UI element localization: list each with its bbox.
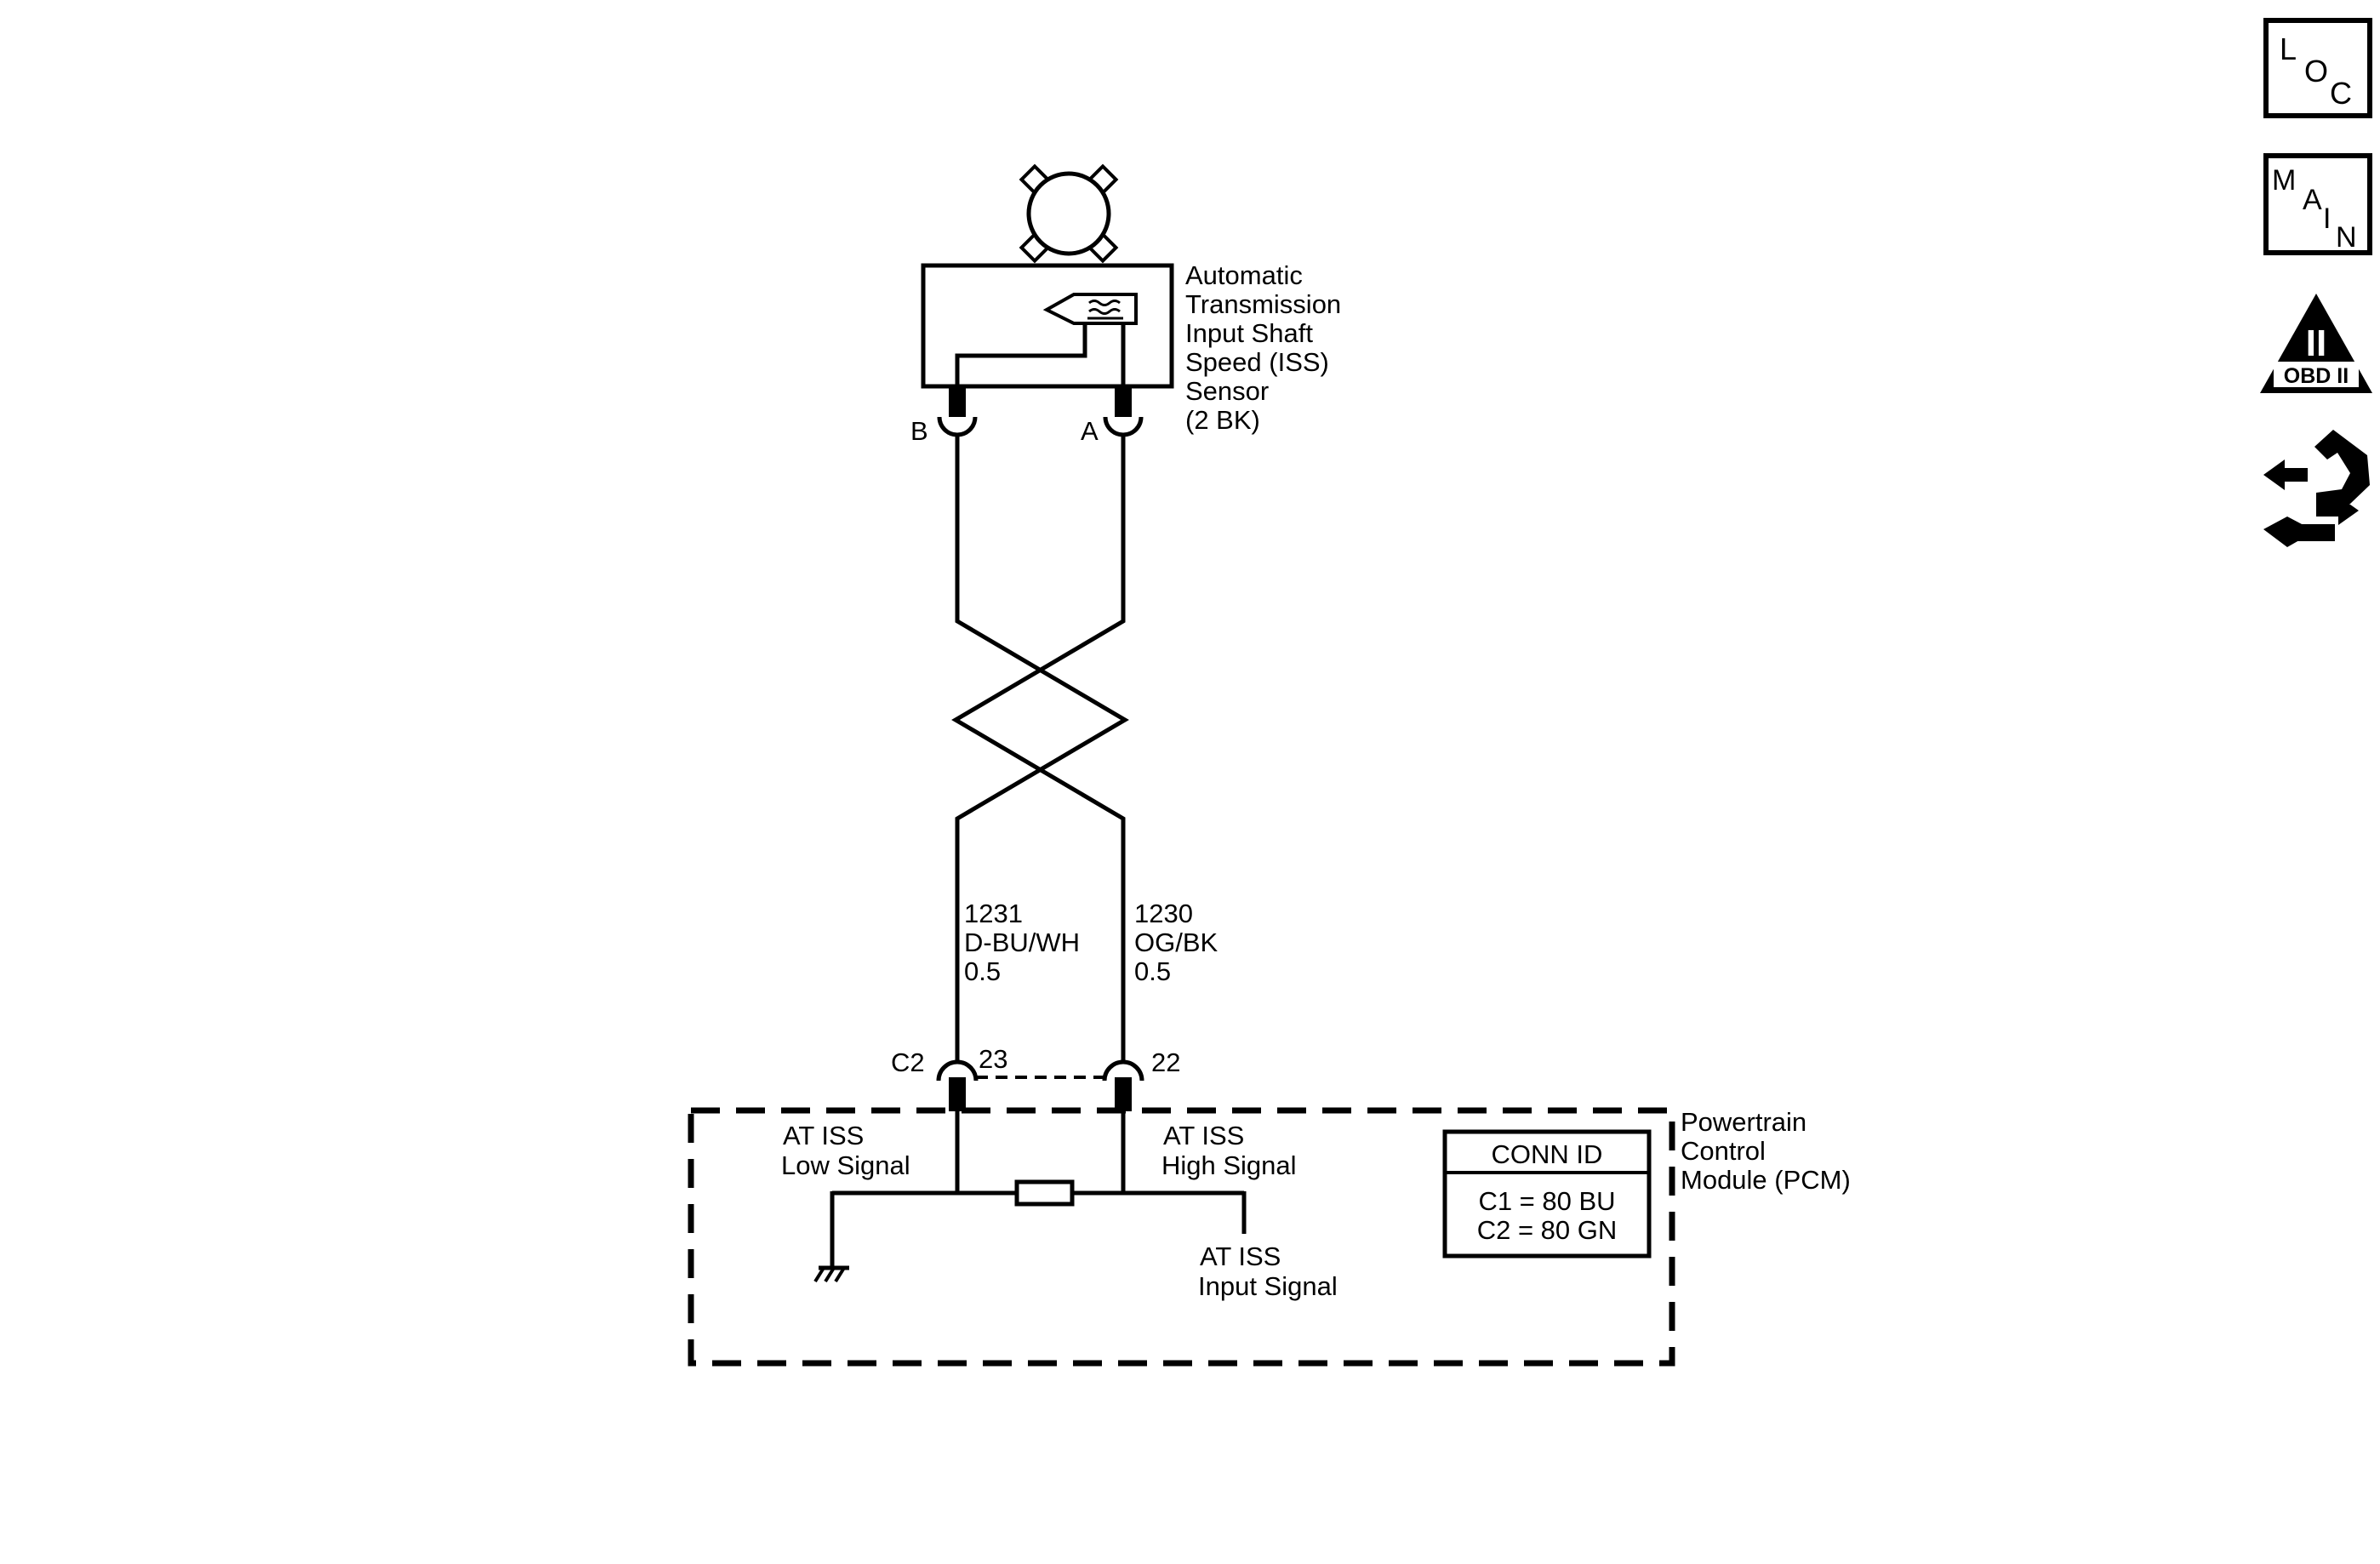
sensor-connector bbox=[937, 387, 1144, 437]
svg-text:II: II bbox=[2306, 323, 2326, 364]
svg-text:I: I bbox=[2323, 203, 2331, 235]
resistor-icon bbox=[1014, 1179, 1075, 1207]
svg-text:C: C bbox=[2330, 76, 2352, 111]
ground-icon bbox=[813, 1265, 849, 1283]
pcm-connector bbox=[936, 1059, 1144, 1111]
svg-text:OBD II: OBD II bbox=[2284, 364, 2349, 388]
iss-sensor bbox=[921, 263, 1174, 417]
high-signal-label: AT ISS High Signal bbox=[1161, 1121, 1297, 1180]
svg-text:M: M bbox=[2272, 164, 2296, 197]
input-signal-label: AT ISS Input Signal bbox=[1198, 1241, 1338, 1301]
pin-23-label: 23 bbox=[979, 1044, 1007, 1074]
low-signal-label: AT ISS Low Signal bbox=[781, 1121, 910, 1180]
pcm-name: Powertrain Control Module (PCM) bbox=[1681, 1107, 1851, 1195]
conn-id-table: CONN ID C1 = 80 BU C2 = 80 GN bbox=[1442, 1129, 1652, 1259]
sensor-location-symbol bbox=[1019, 163, 1119, 264]
sensor-name: Automatic Transmission Input Shaft Speed… bbox=[1185, 260, 1349, 435]
obd-ii-button[interactable]: II OBD II bbox=[2260, 294, 2372, 393]
pin-22-label: 22 bbox=[1151, 1047, 1180, 1077]
loc-button[interactable]: L O C bbox=[2263, 18, 2372, 118]
wire-label-left: 1231 D-BU/WH 0.5 bbox=[964, 899, 1087, 986]
wire-label-right: 1230 OG/BK 0.5 bbox=[1134, 899, 1225, 986]
svg-text:N: N bbox=[2336, 221, 2357, 254]
svg-text:O: O bbox=[2304, 54, 2328, 88]
pin-a-label: A bbox=[1081, 416, 1099, 446]
pin-b-label: B bbox=[910, 416, 928, 446]
svg-text:A: A bbox=[2303, 184, 2322, 216]
pcm-module-boundary bbox=[688, 1107, 1675, 1367]
pcm-internal-circuit bbox=[830, 1111, 1247, 1266]
conn-id-c1: C1 = 80 BU bbox=[1478, 1186, 1615, 1216]
svg-text:L: L bbox=[2280, 31, 2297, 66]
conn-id-title: CONN ID bbox=[1492, 1139, 1603, 1169]
connector-c2-label: C2 bbox=[891, 1047, 925, 1077]
connector-wrench-icon[interactable] bbox=[2263, 430, 2370, 547]
twisted-pair-wires bbox=[951, 434, 1129, 1064]
conn-id-c2: C2 = 80 GN bbox=[1477, 1215, 1618, 1245]
main-button[interactable]: M A I N bbox=[2263, 153, 2372, 255]
